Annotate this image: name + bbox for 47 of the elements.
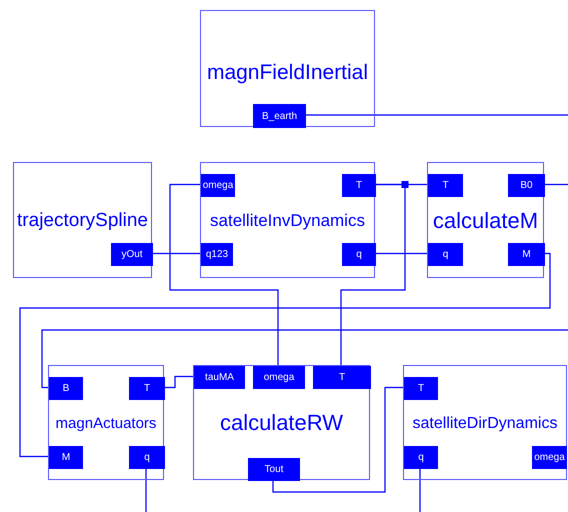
connector-line [272, 386, 403, 493]
port-tag: T [428, 174, 463, 197]
connector-line [340, 184, 406, 365]
connector-line [169, 184, 279, 365]
connector-line [544, 184, 568, 186]
block-box [427, 162, 544, 278]
port-tag: q [428, 243, 463, 266]
port-tag: omega [253, 366, 305, 389]
block-title: calculateM [432, 208, 540, 234]
port-tag: M [49, 446, 83, 469]
port-tag: q [342, 243, 376, 266]
port-tag: q [404, 446, 438, 469]
port-tag: B0 [508, 174, 545, 197]
block-box [200, 10, 375, 127]
port-tag: T [129, 377, 165, 400]
port-tag: Tout [248, 458, 300, 481]
block-box [200, 162, 375, 278]
block-title: satelliteInvDynamics [209, 210, 366, 232]
connector-line [152, 252, 200, 254]
block-box [193, 365, 370, 480]
port-tag: T [313, 366, 371, 389]
port-tag: M [508, 243, 545, 266]
port-tag: yOut [111, 243, 153, 266]
block-box [13, 162, 152, 278]
port-tag: T [404, 377, 438, 400]
port-tag: B_earth [253, 104, 306, 128]
block-box [403, 365, 567, 480]
connector-line [164, 376, 193, 388]
connector-line [375, 252, 427, 254]
port-tag: omega [532, 446, 567, 469]
port-tag: omega [201, 174, 235, 197]
block-title: trajectorySpline [16, 210, 149, 232]
connector-line [145, 468, 147, 512]
block-title: calculateRW [218, 410, 344, 437]
connector-line [305, 114, 568, 116]
port-tag: q [129, 446, 165, 469]
block-title: satelliteDirDynamics [412, 414, 558, 434]
port-tag: tauMA [194, 366, 245, 389]
connector-line [419, 468, 421, 512]
connector-line [41, 329, 568, 388]
block-title: magnActuators [54, 414, 158, 432]
block-title: magnFieldInertial [206, 60, 370, 86]
port-tag: T [342, 174, 376, 197]
block-box [48, 365, 164, 480]
connector-line [19, 252, 551, 458]
port-tag: q123 [201, 243, 233, 266]
port-tag: B [49, 377, 83, 400]
